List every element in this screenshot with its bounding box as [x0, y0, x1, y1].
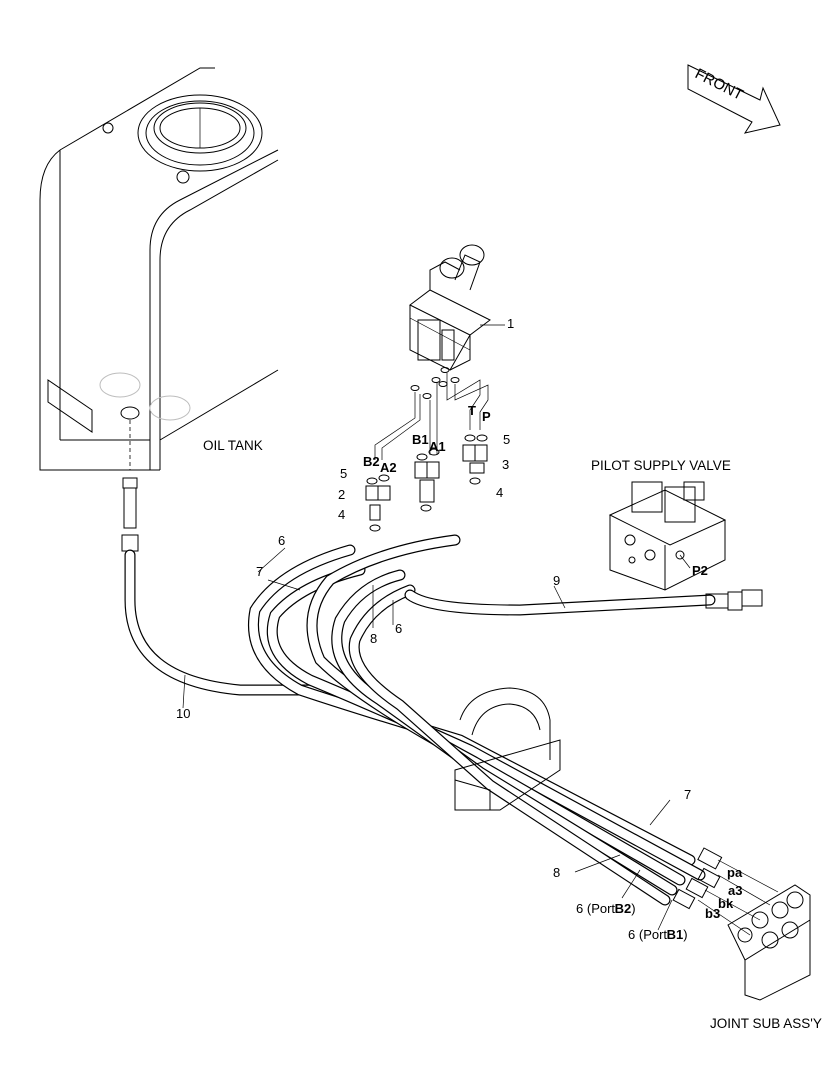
hose-bundle: [248, 534, 706, 906]
callout-2: 2: [338, 487, 346, 502]
hose-end-fittings: [672, 847, 723, 910]
oil-tank-label: OIL TANK: [203, 438, 263, 453]
callout-7-upper: 7: [256, 564, 264, 579]
callout-7-lower: 7: [684, 787, 692, 802]
callout-5-right: 5: [503, 432, 511, 447]
callout-3: 3: [502, 457, 510, 472]
hose-10: [121, 477, 336, 696]
fitting-group-right: [462, 434, 488, 485]
callout-9: 9: [553, 573, 561, 588]
front-arrow: [687, 64, 781, 134]
callout-6-port-b1-close: ): [683, 927, 688, 942]
callout-6-port-b1-num: 6: [628, 927, 636, 942]
port-a1-label: A1: [429, 439, 446, 454]
port-leaders: [374, 373, 489, 460]
callout-6-port-b1: 6 (Port B1): [628, 928, 688, 942]
callout-8-upper: 8: [370, 631, 378, 646]
port-a3-label: a3: [728, 883, 743, 898]
joint-sub-assy-label: JOINT SUB ASS'Y: [710, 1016, 822, 1031]
oil-tank: [39, 67, 279, 471]
callout-1: 1: [507, 316, 515, 331]
callout-10: 10: [176, 706, 191, 721]
callout-4-right: 4: [496, 485, 504, 500]
callout-6-port-b2-port: B2: [614, 901, 632, 916]
callout-leaders: [182, 547, 673, 931]
callout-6-port-b2-close: ): [631, 901, 636, 916]
port-b3-label: b3: [705, 906, 721, 921]
joint-sub-assy: [697, 859, 811, 1001]
callout-6-port-b2: 6 (Port B2): [576, 902, 636, 916]
port-b2-label: B2: [363, 454, 380, 469]
port-b1-label: B1: [412, 432, 429, 447]
pilot-control-valve: [409, 244, 505, 371]
callout-8-lower: 8: [553, 865, 561, 880]
callout-4-left: 4: [338, 507, 346, 522]
callout-6-port-b1-port: B1: [666, 927, 684, 942]
port-a2-label: A2: [380, 460, 397, 475]
hose-clamp-bracket: [454, 687, 561, 811]
pilot-supply-valve: [608, 481, 727, 591]
port-p-label: P: [482, 409, 491, 424]
port-pa-label: pa: [727, 865, 743, 880]
fitting-group-left: [365, 474, 391, 532]
port-p2-label: P2: [692, 563, 708, 578]
port-t-label: T: [468, 403, 476, 418]
callout-6-upper: 6: [278, 533, 286, 548]
callout-5-left: 5: [340, 466, 348, 481]
callout-6-port-b2-num: 6: [576, 901, 584, 916]
callout-6-lower: 6: [395, 621, 403, 636]
callout-6-port-b2-open: (Port: [586, 901, 616, 916]
hose-9: [404, 589, 763, 616]
pilot-supply-valve-label: PILOT SUPPLY VALVE: [591, 458, 731, 473]
port-bk-label: bk: [718, 896, 734, 911]
fitting-group-middle: [414, 448, 440, 512]
callout-6-port-b1-open: (Port: [638, 927, 668, 942]
o-ring-set: [410, 367, 460, 399]
